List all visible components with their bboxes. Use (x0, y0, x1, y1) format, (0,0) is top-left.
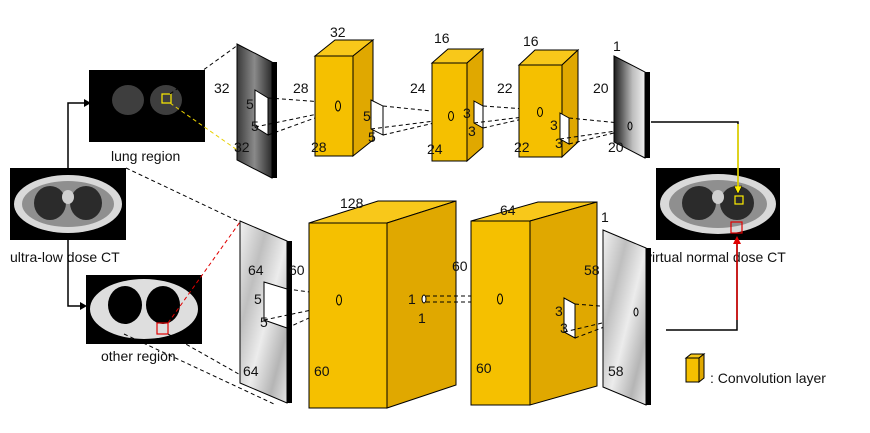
output-caption: virtual normal dose CT (645, 249, 786, 265)
input-split-arrows (67, 99, 91, 310)
lung-output-width: 20 (608, 139, 624, 155)
lung-layer-3-height: 22 (497, 80, 513, 96)
input-caption: ultra-low dose CT (10, 249, 120, 265)
lung-layer-1-width: 28 (311, 139, 327, 155)
other-conv-layer-1 (308, 200, 457, 409)
other-kernel-1-w: 5 (260, 314, 268, 330)
output-merge-lines (651, 121, 743, 331)
other-kernel-2-h: 1 (408, 291, 416, 307)
lung-layer-2-depth: 16 (434, 30, 450, 46)
lung-conv-layer-1 (313, 38, 375, 158)
lung-kernel-3-h: 3 (463, 105, 471, 121)
other-layer-1-width: 60 (314, 363, 330, 379)
lung-kernel-4-w: 3 (555, 135, 563, 151)
other-layer-2-height: 60 (452, 258, 468, 274)
lung-layer-1-depth: 32 (330, 24, 346, 40)
lung-layer-3-width: 22 (514, 139, 530, 155)
lung-conv-layer-2 (430, 47, 485, 163)
lung-caption: lung region (111, 148, 180, 164)
lung-layer-2-height: 24 (410, 80, 426, 96)
lung-output-height: 20 (593, 80, 609, 96)
legend-label: : Convolution layer (710, 370, 826, 386)
other-layer-1-height: 60 (289, 262, 305, 278)
other-layer-1-depth: 128 (340, 195, 364, 211)
output-other-marker (730, 221, 743, 234)
other-output-slab (602, 229, 651, 406)
other-input-width: 64 (243, 363, 259, 379)
lung-output-depth: 1 (613, 38, 621, 54)
other-kernel-2-w: 1 (418, 310, 426, 326)
other-region-image (86, 275, 202, 344)
input-ct-image (10, 168, 126, 240)
lung-layer-1-height: 28 (293, 80, 309, 96)
lung-patch-marker (161, 93, 172, 104)
legend-cube-icon (684, 352, 706, 384)
other-layer-2-width: 60 (476, 360, 492, 376)
output-ct-image (656, 168, 780, 240)
output-lung-marker (734, 195, 744, 205)
lung-kernel-2-h: 5 (363, 108, 371, 124)
lung-kernel-1-w: 5 (251, 118, 259, 134)
other-patch-marker (156, 322, 169, 335)
other-patch-projection (167, 221, 291, 404)
lung-kernel-1-h: 5 (246, 96, 254, 112)
other-output-width: 58 (608, 363, 624, 379)
other-kernel-3-h: 3 (555, 303, 563, 319)
other-caption: other region (101, 348, 176, 364)
lung-input-height: 32 (214, 80, 230, 96)
other-kernel-2 (421, 294, 427, 304)
lung-layer-2-width: 24 (427, 141, 443, 157)
other-kernel-3-w: 3 (560, 320, 568, 336)
lung-input-width: 32 (234, 139, 250, 155)
other-layer-2-depth: 64 (500, 202, 516, 218)
other-input-height: 64 (248, 262, 264, 278)
lung-kernel-4-h: 3 (550, 117, 558, 133)
other-kernel-1-h: 5 (254, 291, 262, 307)
lung-kernel-3-w: 3 (468, 123, 476, 139)
lung-kernel-2-w: 5 (368, 129, 376, 145)
lung-region-image (89, 70, 205, 142)
lung-layer-3-depth: 16 (523, 33, 539, 49)
other-output-height: 58 (584, 262, 600, 278)
other-output-depth: 1 (601, 209, 609, 225)
lung-output-slab (613, 55, 650, 159)
